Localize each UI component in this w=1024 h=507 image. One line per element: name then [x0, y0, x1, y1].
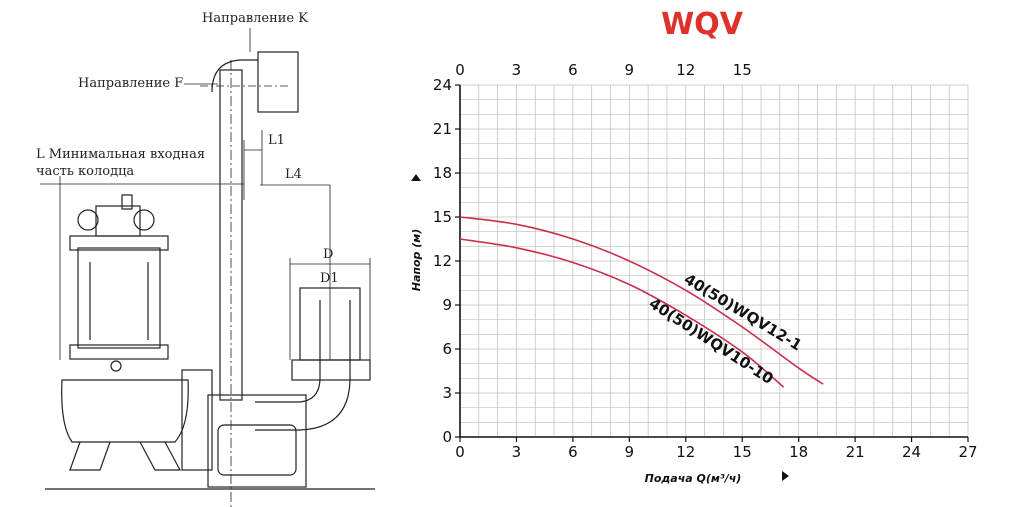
y-tick-label: 9	[442, 296, 452, 314]
top-x-tick-label: 15	[733, 61, 752, 79]
pump-foot-left	[69, 441, 111, 471]
top-x-tick-label: 6	[568, 61, 578, 79]
top-x-tick-label: 12	[676, 61, 695, 79]
x-tick-label: 3	[512, 443, 522, 461]
y-tick-label: 18	[433, 164, 452, 182]
rail-bracket	[211, 59, 258, 93]
base-elbow	[207, 394, 307, 488]
motor-housing	[77, 247, 161, 349]
pump-installation-drawing	[40, 28, 375, 507]
pump-foot-right	[139, 441, 182, 471]
y-axis-title: Напор (м)	[410, 229, 423, 292]
lifting-eye-left	[77, 209, 99, 231]
label-direction-k: Направление K	[202, 11, 308, 26]
label-min-inlet-2: часть колодца	[36, 164, 134, 179]
label-min-inlet: L Минимальная входная	[36, 147, 205, 162]
chart-title: WQV	[661, 7, 744, 42]
upper-bracket	[257, 51, 299, 113]
top-x-tick-label: 3	[512, 61, 522, 79]
y-tick-label: 24	[433, 76, 452, 94]
motor-bottom-flange	[69, 344, 169, 360]
x-tick-label: 18	[789, 443, 808, 461]
top-x-tick-label: 0	[455, 61, 465, 79]
discharge-bend	[255, 300, 321, 403]
x-tick-label: 6	[568, 443, 578, 461]
series-label-wqv10-10: 40(50)WQV10-10	[646, 294, 777, 388]
x-axis-title: Подача Q(м³/ч)	[645, 472, 742, 485]
series-line-1	[459, 238, 785, 388]
chart-ticks: 0 3 6 9 12 15 18 21 24 27 0 3 6 9 12 15 0 3 6 9 12 15 18 21 24	[433, 61, 978, 461]
label-l4: L4	[285, 167, 302, 182]
x-tick-label: 12	[676, 443, 695, 461]
discharge-connector	[181, 369, 213, 471]
y-tick-label: 12	[433, 252, 452, 270]
label-d1: D1	[320, 271, 339, 286]
x-tick-label: 27	[958, 443, 977, 461]
series-line-0	[459, 216, 824, 385]
performance-chart: 0 3 6 9 12 15 18 21 24 27 0 3 6 9 12 15 0 3 6 9 12 15 18 21 24	[433, 61, 978, 461]
x-tick-label: 9	[625, 443, 635, 461]
y-tick-label: 3	[442, 384, 452, 402]
x-tick-label: 24	[902, 443, 921, 461]
label-direction-f: Направление F	[78, 76, 183, 91]
label-d: D	[323, 247, 333, 262]
y-tick-label: 15	[433, 208, 452, 226]
x-tick-label: 15	[733, 443, 752, 461]
pump-volute	[61, 379, 189, 443]
chart-grid	[459, 84, 969, 438]
outlet-flange	[291, 359, 371, 381]
top-x-tick-label: 9	[625, 61, 635, 79]
x-axis-arrow-icon	[782, 471, 789, 481]
y-tick-label: 21	[433, 120, 452, 138]
lifting-eye-right	[133, 209, 155, 231]
x-tick-label: 21	[846, 443, 865, 461]
chart-curves	[459, 216, 824, 388]
y-axis-arrow-icon	[411, 174, 421, 181]
drawing-labels: Направление K Направление F L Минимальна…	[36, 11, 339, 286]
x-tick-label: 0	[455, 443, 465, 461]
y-tick-label: 6	[442, 340, 452, 358]
y-tick-label: 0	[442, 428, 452, 446]
cable-gland	[95, 205, 141, 237]
label-l1: L1	[268, 133, 285, 148]
